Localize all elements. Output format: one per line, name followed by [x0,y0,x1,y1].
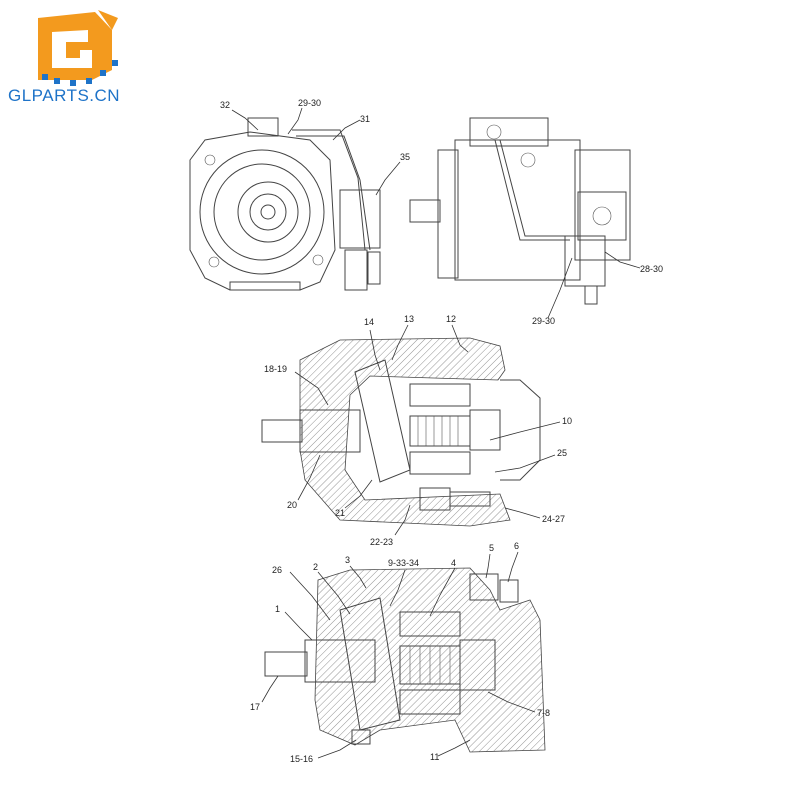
callout-29-30-top: 29-30 [298,98,321,108]
brand-name: GLPARTS.CN [8,86,121,105]
callout-28-30: 28-30 [640,264,663,274]
callout-6: 6 [514,541,519,551]
callout-2: 2 [313,562,318,572]
callout-31: 31 [360,114,370,124]
callout-22-23: 22-23 [370,537,393,547]
callout-15-16: 15-16 [290,754,313,764]
pump-side-view [409,117,631,305]
callout-13: 13 [404,314,414,324]
callout-5: 5 [489,543,494,553]
leader-lines [231,107,641,759]
callout-labels: 32 29-30 31 35 28-30 29-30 14 13 12 18-1… [220,98,663,764]
callout-20: 20 [287,500,297,510]
callout-29-30-bottom: 29-30 [532,316,555,326]
callout-24-27: 24-27 [542,514,565,524]
callout-14: 14 [364,317,374,327]
callout-12: 12 [446,314,456,324]
callout-21: 21 [335,508,345,518]
pump-section-view-middle [261,337,541,527]
callout-11: 11 [430,752,439,762]
callout-4: 4 [451,558,456,568]
callout-18-19: 18-19 [264,364,287,374]
callout-9-33-34: 9-33-34 [388,558,419,568]
callout-3: 3 [345,555,350,565]
callout-7-8: 7-8 [537,708,550,718]
callout-17: 17 [250,702,260,712]
callout-1: 1 [275,604,280,614]
callout-35: 35 [400,152,410,162]
callout-25: 25 [557,448,567,458]
glparts-logo [38,10,118,86]
gear-logo-icon [38,10,118,86]
callout-32: 32 [220,100,230,110]
callout-10: 10 [562,416,572,426]
pump-front-view [189,117,381,291]
callout-26: 26 [272,565,282,575]
pump-section-view-bottom [264,567,546,753]
